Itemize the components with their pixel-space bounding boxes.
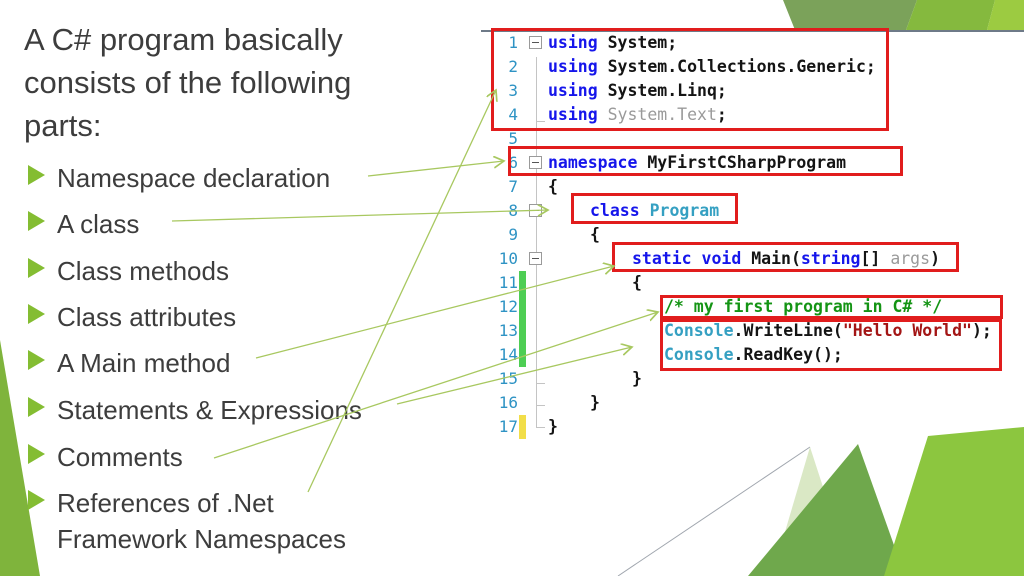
line-number: 16 [498, 393, 518, 412]
line-number: 4 [508, 105, 518, 124]
editor-top-border [481, 30, 1024, 32]
line-number: 15 [498, 369, 518, 388]
line-number: 10 [498, 249, 518, 268]
line-number: 6 [508, 153, 518, 172]
bullet-triangle-icon [28, 211, 45, 231]
line-number: 1 [508, 33, 518, 52]
banner-shape [783, 0, 917, 30]
bullet-triangle-icon [28, 304, 45, 324]
class-box [571, 193, 738, 224]
line-number: 9 [508, 225, 518, 244]
code-line: { [632, 273, 642, 292]
fold-collapse-icon [529, 204, 542, 217]
bullet-triangle-icon [28, 258, 45, 278]
change-bar-green [519, 271, 526, 367]
scope-guide-hook [536, 383, 545, 384]
bullet-label: Class methods [57, 256, 229, 286]
code-line: /* my first program in C# */ [664, 297, 943, 316]
bullet-label: A class [57, 209, 140, 239]
line-number: 2 [508, 57, 518, 76]
slide-title: A C# program basically consists of the fo… [24, 18, 351, 147]
line-number: 11 [498, 273, 518, 292]
line-number: 17 [498, 417, 518, 436]
code-line: using System; [548, 33, 678, 52]
scope-guide-hook [536, 121, 545, 122]
code-line: { [590, 225, 600, 244]
statements-box [660, 319, 1002, 371]
bullet-triangle-icon [28, 444, 45, 464]
bullet-triangle-icon [28, 165, 45, 185]
bullet-label: Class attributes [57, 302, 237, 332]
bullet-label: A Main method [57, 348, 231, 378]
scope-guide-hook [536, 427, 545, 428]
banner-shape [906, 0, 995, 30]
code-line: namespace MyFirstCSharpProgram [548, 153, 847, 172]
line-number: 3 [508, 81, 518, 100]
title-line: consists of the following [24, 65, 352, 100]
line-number: 5 [508, 129, 518, 148]
code-line: } [590, 393, 600, 412]
scope-guide-line [536, 57, 537, 427]
fold-collapse-icon [529, 252, 542, 265]
bullet-label: Comments [57, 442, 183, 472]
code-line: static void Main(string[] args) [632, 249, 940, 268]
code-line: using System.Collections.Generic; [548, 57, 876, 76]
line-number: 7 [508, 177, 518, 196]
diagonal-line [617, 446, 811, 576]
left-wedge-shape [0, 340, 40, 576]
corner-shape-mid [748, 444, 905, 576]
code-line: } [632, 369, 642, 388]
line-number: 13 [498, 321, 518, 340]
line-number: 8 [508, 201, 518, 220]
main-method-box [612, 242, 959, 272]
fold-collapse-icon [529, 156, 542, 169]
scope-guide-hook [536, 405, 545, 406]
code-line: Console.WriteLine("Hello World"); [664, 321, 992, 340]
bullet-label: Namespace declaration [57, 163, 331, 193]
using-directives-box [491, 28, 889, 131]
line-number: 14 [498, 345, 518, 364]
code-line: Console.ReadKey(); [664, 345, 843, 364]
namespace-box [508, 146, 903, 176]
code-line: using System.Text; [548, 105, 727, 124]
title-line: A C# program basically [24, 22, 343, 57]
code-line: } [548, 417, 558, 436]
title-line: parts: [24, 108, 102, 143]
fold-collapse-icon [529, 36, 542, 49]
bullet-triangle-icon [28, 397, 45, 417]
corner-shape-bright [884, 427, 1024, 576]
comment-box [660, 295, 1003, 319]
code-line: class Program [590, 201, 720, 220]
bullet-triangle-icon [28, 490, 45, 510]
change-bar-yellow [519, 415, 526, 439]
code-line: { [548, 177, 558, 196]
line-number: 12 [498, 297, 518, 316]
code-line: using System.Linq; [548, 81, 727, 100]
banner-shape [987, 0, 1024, 30]
bullet-label: Statements & Expressions [57, 395, 362, 425]
bullet-triangle-icon [28, 350, 45, 370]
